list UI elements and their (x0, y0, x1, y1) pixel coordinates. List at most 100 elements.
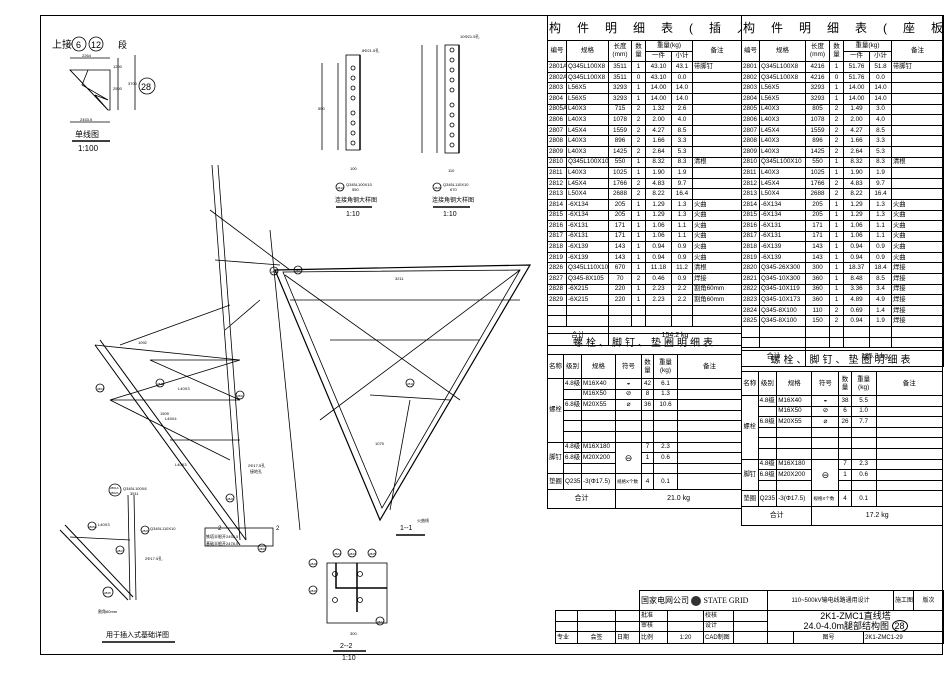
detail-title: 连接角钢大样图 (335, 196, 377, 204)
table-cell: L45X4 (566, 177, 609, 190)
dim-text: 100 (350, 166, 357, 171)
table-cell: 1.9 (671, 167, 693, 179)
col-header: 编号 (547, 39, 567, 63)
table-cell: 0.9 (869, 251, 892, 264)
part-spec: Q345L110X10 (150, 526, 176, 531)
table-cell: 2819 (741, 251, 760, 264)
table-cell (890, 71, 945, 84)
table-cell: 2815 (547, 209, 567, 222)
table-cell: 51.76 (843, 61, 870, 73)
table-cell (890, 167, 945, 179)
table-cell: -6X131 (759, 230, 806, 243)
weight: 0.6 (850, 469, 877, 481)
spec: M20X200 (776, 469, 813, 481)
table-cell: 2 (631, 103, 646, 116)
col-header: 级别 (757, 371, 778, 396)
table-cell: 1 (631, 230, 646, 243)
cut-note: 割角60mm (98, 608, 118, 614)
table-cell: 1559 (805, 124, 830, 137)
table-cell: 51.76 (843, 71, 870, 84)
table-cell: 2808 (741, 135, 760, 147)
table-cell: 2811 (741, 167, 760, 179)
table-cell: 2803 (741, 82, 760, 94)
table-cell: 4.27 (843, 124, 870, 137)
table-cell: -6X215 (566, 294, 609, 306)
table-cell: 205 (608, 198, 632, 211)
table-cell: 3.3 (869, 135, 892, 147)
foundation-open-note: 基础半根开2478.5 (206, 540, 239, 546)
table-cell: 2805 (741, 103, 760, 116)
table-cell: 1 (829, 209, 844, 222)
table-cell: -6X139 (759, 251, 806, 264)
table-cell: 1 (829, 273, 844, 285)
detail-title: 连接角钢大样图 (432, 196, 474, 204)
table-cell: 550 (608, 156, 632, 169)
section-2-2: 2820 2824 2823 2825 2821 2822 300 2--2 1… (308, 548, 388, 662)
table-cell: 805 (805, 103, 830, 116)
table-cell: 51.8 (869, 61, 892, 73)
table-cell: L45X4 (566, 124, 609, 137)
table-cell: 1 (631, 198, 646, 211)
table-cell (890, 177, 945, 190)
table-cell: 2815 (741, 209, 760, 222)
table-cell: Q345-8X100 (759, 304, 806, 317)
table-cell: 2804 (547, 92, 567, 105)
table-cell: 2812 (547, 177, 567, 190)
table-cell: 2 (829, 135, 844, 147)
bolt-symbol-icon: ◒ (615, 378, 642, 390)
table-cell: Q345-26X300 (759, 262, 806, 275)
table-cell: 3.3 (671, 135, 693, 147)
table-cell: 205 (608, 209, 632, 222)
qty: 38 (838, 395, 852, 407)
col-header: 长度(mm) (608, 39, 632, 63)
col-header: 小计 (671, 50, 693, 63)
table-cell: L50X4 (759, 188, 806, 200)
table-cell (890, 124, 945, 137)
col-header: 数量 (838, 371, 852, 396)
table-cell: L40X3 (759, 103, 806, 116)
insert-foundation-detail: 2801A 2802A Q345L100X8 3511 2805A L40X3 … (59, 483, 176, 643)
table-cell: 2824 (741, 304, 760, 317)
qty: 36 (641, 399, 654, 411)
view-title: 1--1 (400, 525, 413, 532)
qty: 7 (838, 458, 852, 471)
table-cell: 1025 (608, 167, 632, 179)
table-cell: 火曲 (691, 251, 743, 264)
table-cell: 2817 (741, 230, 760, 243)
table-cell: 4.0 (869, 114, 892, 126)
table-cell: 3511 (608, 71, 632, 84)
table-cell: 1 (631, 262, 646, 275)
table-cell: 2 (631, 124, 646, 137)
table-cell: 1.90 (843, 167, 870, 179)
part-tag: 2805A (88, 525, 97, 529)
table-cell: 1 (631, 283, 646, 296)
review-label: 审核 (639, 620, 669, 633)
dim-text: 2453.5 (80, 117, 93, 122)
spec: M16X50 (581, 388, 616, 401)
table-cell: 割角60mm (691, 294, 743, 306)
washer-label: 垫圈 (547, 473, 564, 491)
table-cell: 1.29 (843, 209, 870, 222)
table-cell: 2823 (741, 294, 760, 306)
table-cell: 205 (805, 198, 830, 211)
section-mark: 2 (276, 526, 280, 532)
table-cell: -6X139 (566, 241, 609, 253)
table-cell: 1.3 (869, 209, 892, 222)
table-cell: 1 (631, 92, 646, 105)
part-length: 670 (450, 187, 457, 192)
part-tag: 2828 (104, 591, 111, 595)
weight: 5.5 (850, 395, 877, 407)
table-cell: 1078 (805, 114, 830, 126)
table-cell: 2814 (741, 198, 760, 211)
col-header: 名称 (741, 371, 759, 396)
table-cell: Q345L110X10 (566, 262, 609, 275)
grade (757, 405, 778, 418)
